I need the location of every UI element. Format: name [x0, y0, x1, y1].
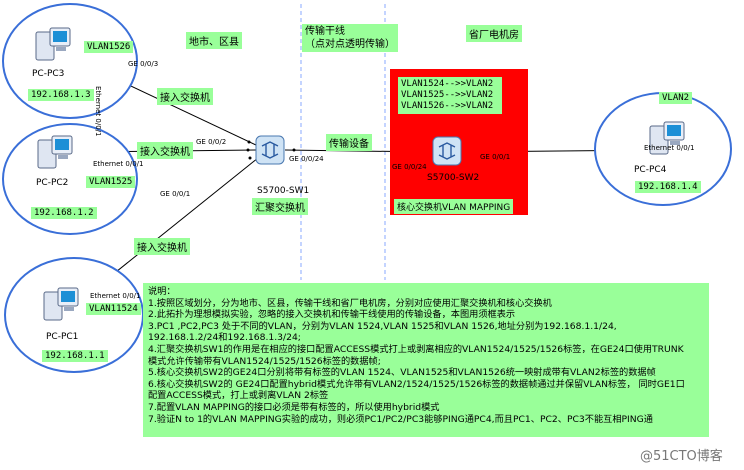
pc2-port: Ethernet 0/0/1 — [93, 160, 144, 168]
watermark: @51CTO博客 — [640, 449, 723, 464]
mapping-row: VLAN1526-->>VLAN2 — [401, 101, 494, 111]
vlan-mapping-box: VLAN1524-->>VLAN2 VLAN1525-->>VLAN2 VLAN… — [398, 77, 502, 114]
port-dot — [292, 148, 296, 152]
pc2-vlan-tag: VLAN1525 — [86, 176, 136, 188]
pc4-computer-icon — [649, 121, 685, 155]
note-line: 7.配置VLAN MAPPING的接口必须是带有标签的，所以使用hybrid模式 — [148, 401, 440, 413]
note-line: 3.PC1 ,PC2,PC3 处于不同的VLAN，分别为VLAN 1524,VL… — [148, 320, 617, 332]
pc2-computer-icon — [37, 135, 73, 169]
sw2-name: S5700-SW2 — [427, 173, 480, 183]
pc4-port: Ethernet 0/0/1 — [644, 144, 695, 152]
note-line: 6.核心交换机SW2的 GE24口配置hybrid模式允许带有VLAN2/152… — [148, 378, 685, 390]
pc1-name: PC-PC1 — [46, 332, 79, 342]
pc1-computer-icon — [43, 287, 79, 321]
pc4-name: PC-PC4 — [634, 165, 667, 175]
mapping-row: VLAN1524-->>VLAN2 — [401, 79, 494, 89]
pc4-vlan-tag: VLAN2 — [659, 92, 693, 104]
sw2-role: 核心交换机VLAN MAPPING — [394, 199, 514, 214]
pc3-port: Ethernet 0/0/1 — [94, 86, 102, 137]
note-line: 5.核心交换机SW2的GE24口分别将带有标签的VLAN 1524、VLAN15… — [148, 367, 656, 379]
port-ge003: GE 0/0/3 — [128, 60, 159, 68]
port-ge002: GE 0/0/2 — [196, 138, 227, 146]
sw1-name: S5700-SW1 — [257, 186, 310, 196]
port-sw2-ge0024: GE 0/0/24 — [392, 163, 427, 171]
access-switch-label-1: 接入交换机 — [157, 88, 213, 105]
pc2-ip: 192.168.1.2 — [31, 207, 97, 219]
note-line: 192.168.1.2/24和192.168.1.3/24; — [148, 332, 301, 344]
zone-province-label: 省厂电机房 — [466, 25, 522, 42]
note-line: 配置ACCESS模式，打上或剥离VLAN 2标签 — [148, 390, 329, 402]
port-ge001: GE 0/0/1 — [160, 190, 191, 198]
port-sw2-ge001: GE 0/0/1 — [480, 153, 511, 161]
zone-trunk-line1: 传输干线 — [305, 26, 345, 37]
zone-trunk-line2: （点对点透明传输） — [305, 39, 395, 50]
pc1-vlan-tag: VLAN11524 — [86, 303, 141, 315]
port-dot — [247, 140, 251, 144]
note-line: 说明： — [148, 286, 176, 297]
access-switch-label-3: 接入交换机 — [134, 238, 190, 255]
pc3-vlan-tag: VLAN1526 — [84, 41, 134, 53]
transmission-device-label: 传输设备 — [326, 134, 372, 151]
pc2-name: PC-PC2 — [36, 178, 69, 188]
pc3-computer-icon — [35, 27, 71, 61]
zone-trunk-label: 传输干线 （点对点透明传输） — [302, 24, 398, 52]
sw1-role: 汇聚交换机 — [252, 198, 308, 215]
note-line: 7.验证N to 1的VLAN MAPPING实验的成功，则必须PC1/PC2/… — [148, 413, 653, 425]
pc1-port: Ethernet 0/0/1 — [90, 292, 141, 300]
pc4-ip: 192.168.1.4 — [635, 181, 701, 193]
note-line: 2.此拓扑为理想模拟实验，忽略的接入交换机和传输干线使用的传输设备，本图用须框表… — [148, 309, 516, 321]
notes-box: 说明： 1.按照区域划分，分为地市、区县，传输干线和省厂电机房，分别对应使用汇聚… — [143, 283, 709, 437]
pc3-name: PC-PC3 — [32, 69, 65, 79]
port-dot — [248, 156, 252, 160]
note-line: 模式允许传输带有VLAN1524/1525/1526标签的数据帧; — [148, 355, 381, 367]
note-line: 4.汇聚交换机SW1的作用是在相应的接口配置ACCESS模式打上或剥离相应的VL… — [148, 343, 684, 355]
pc3-ip: 192.168.1.3 — [28, 89, 94, 101]
access-switch-label-2: 接入交换机 — [137, 142, 193, 159]
port-sw1-ge0024: GE 0/0/24 — [289, 155, 324, 163]
mapping-row: VLAN1525-->>VLAN2 — [401, 90, 494, 100]
pc1-ip: 192.168.1.1 — [42, 350, 108, 362]
zone-city-label: 地市、区县 — [186, 32, 242, 49]
sw1-switch-icon — [255, 135, 285, 165]
note-line: 1.按照区域划分，分为地市、区县，传输干线和省厂电机房，分别对应使用汇聚交换机和… — [148, 297, 552, 309]
sw2-switch-icon — [432, 136, 462, 166]
port-dot — [246, 148, 250, 152]
